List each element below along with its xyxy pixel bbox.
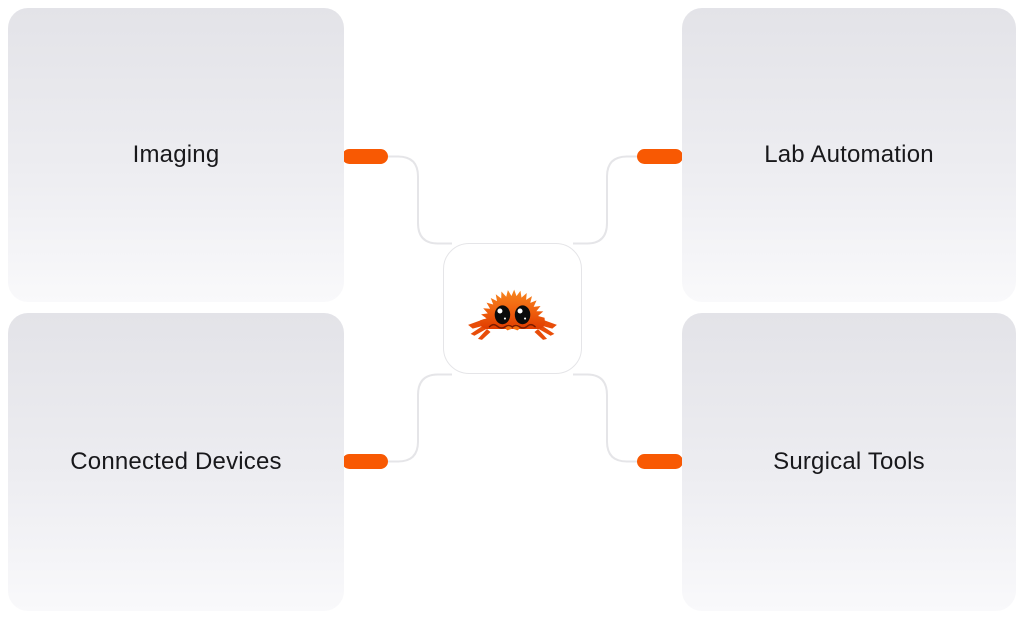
card-surgical-tools-label: Surgical Tools — [773, 448, 925, 475]
pill-top-left — [342, 149, 388, 164]
card-lab-automation: Lab Automation — [682, 8, 1016, 302]
ferris-crab-icon — [468, 289, 557, 340]
card-connected-devices-label: Connected Devices — [70, 448, 282, 475]
card-surgical-tools: Surgical Tools — [682, 313, 1016, 611]
center-node — [443, 243, 582, 374]
card-imaging-label: Imaging — [132, 141, 220, 168]
connector-top-left — [388, 155, 452, 245]
card-imaging: Imaging — [8, 8, 344, 302]
pill-bottom-left — [342, 454, 388, 469]
card-connected-devices: Connected Devices — [8, 313, 344, 611]
connector-bottom-right — [573, 373, 637, 463]
card-lab-automation-label: Lab Automation — [764, 141, 934, 168]
pill-top-right — [637, 149, 683, 164]
connector-bottom-left — [388, 373, 452, 463]
connector-top-right — [573, 155, 637, 245]
pill-bottom-right — [637, 454, 683, 469]
